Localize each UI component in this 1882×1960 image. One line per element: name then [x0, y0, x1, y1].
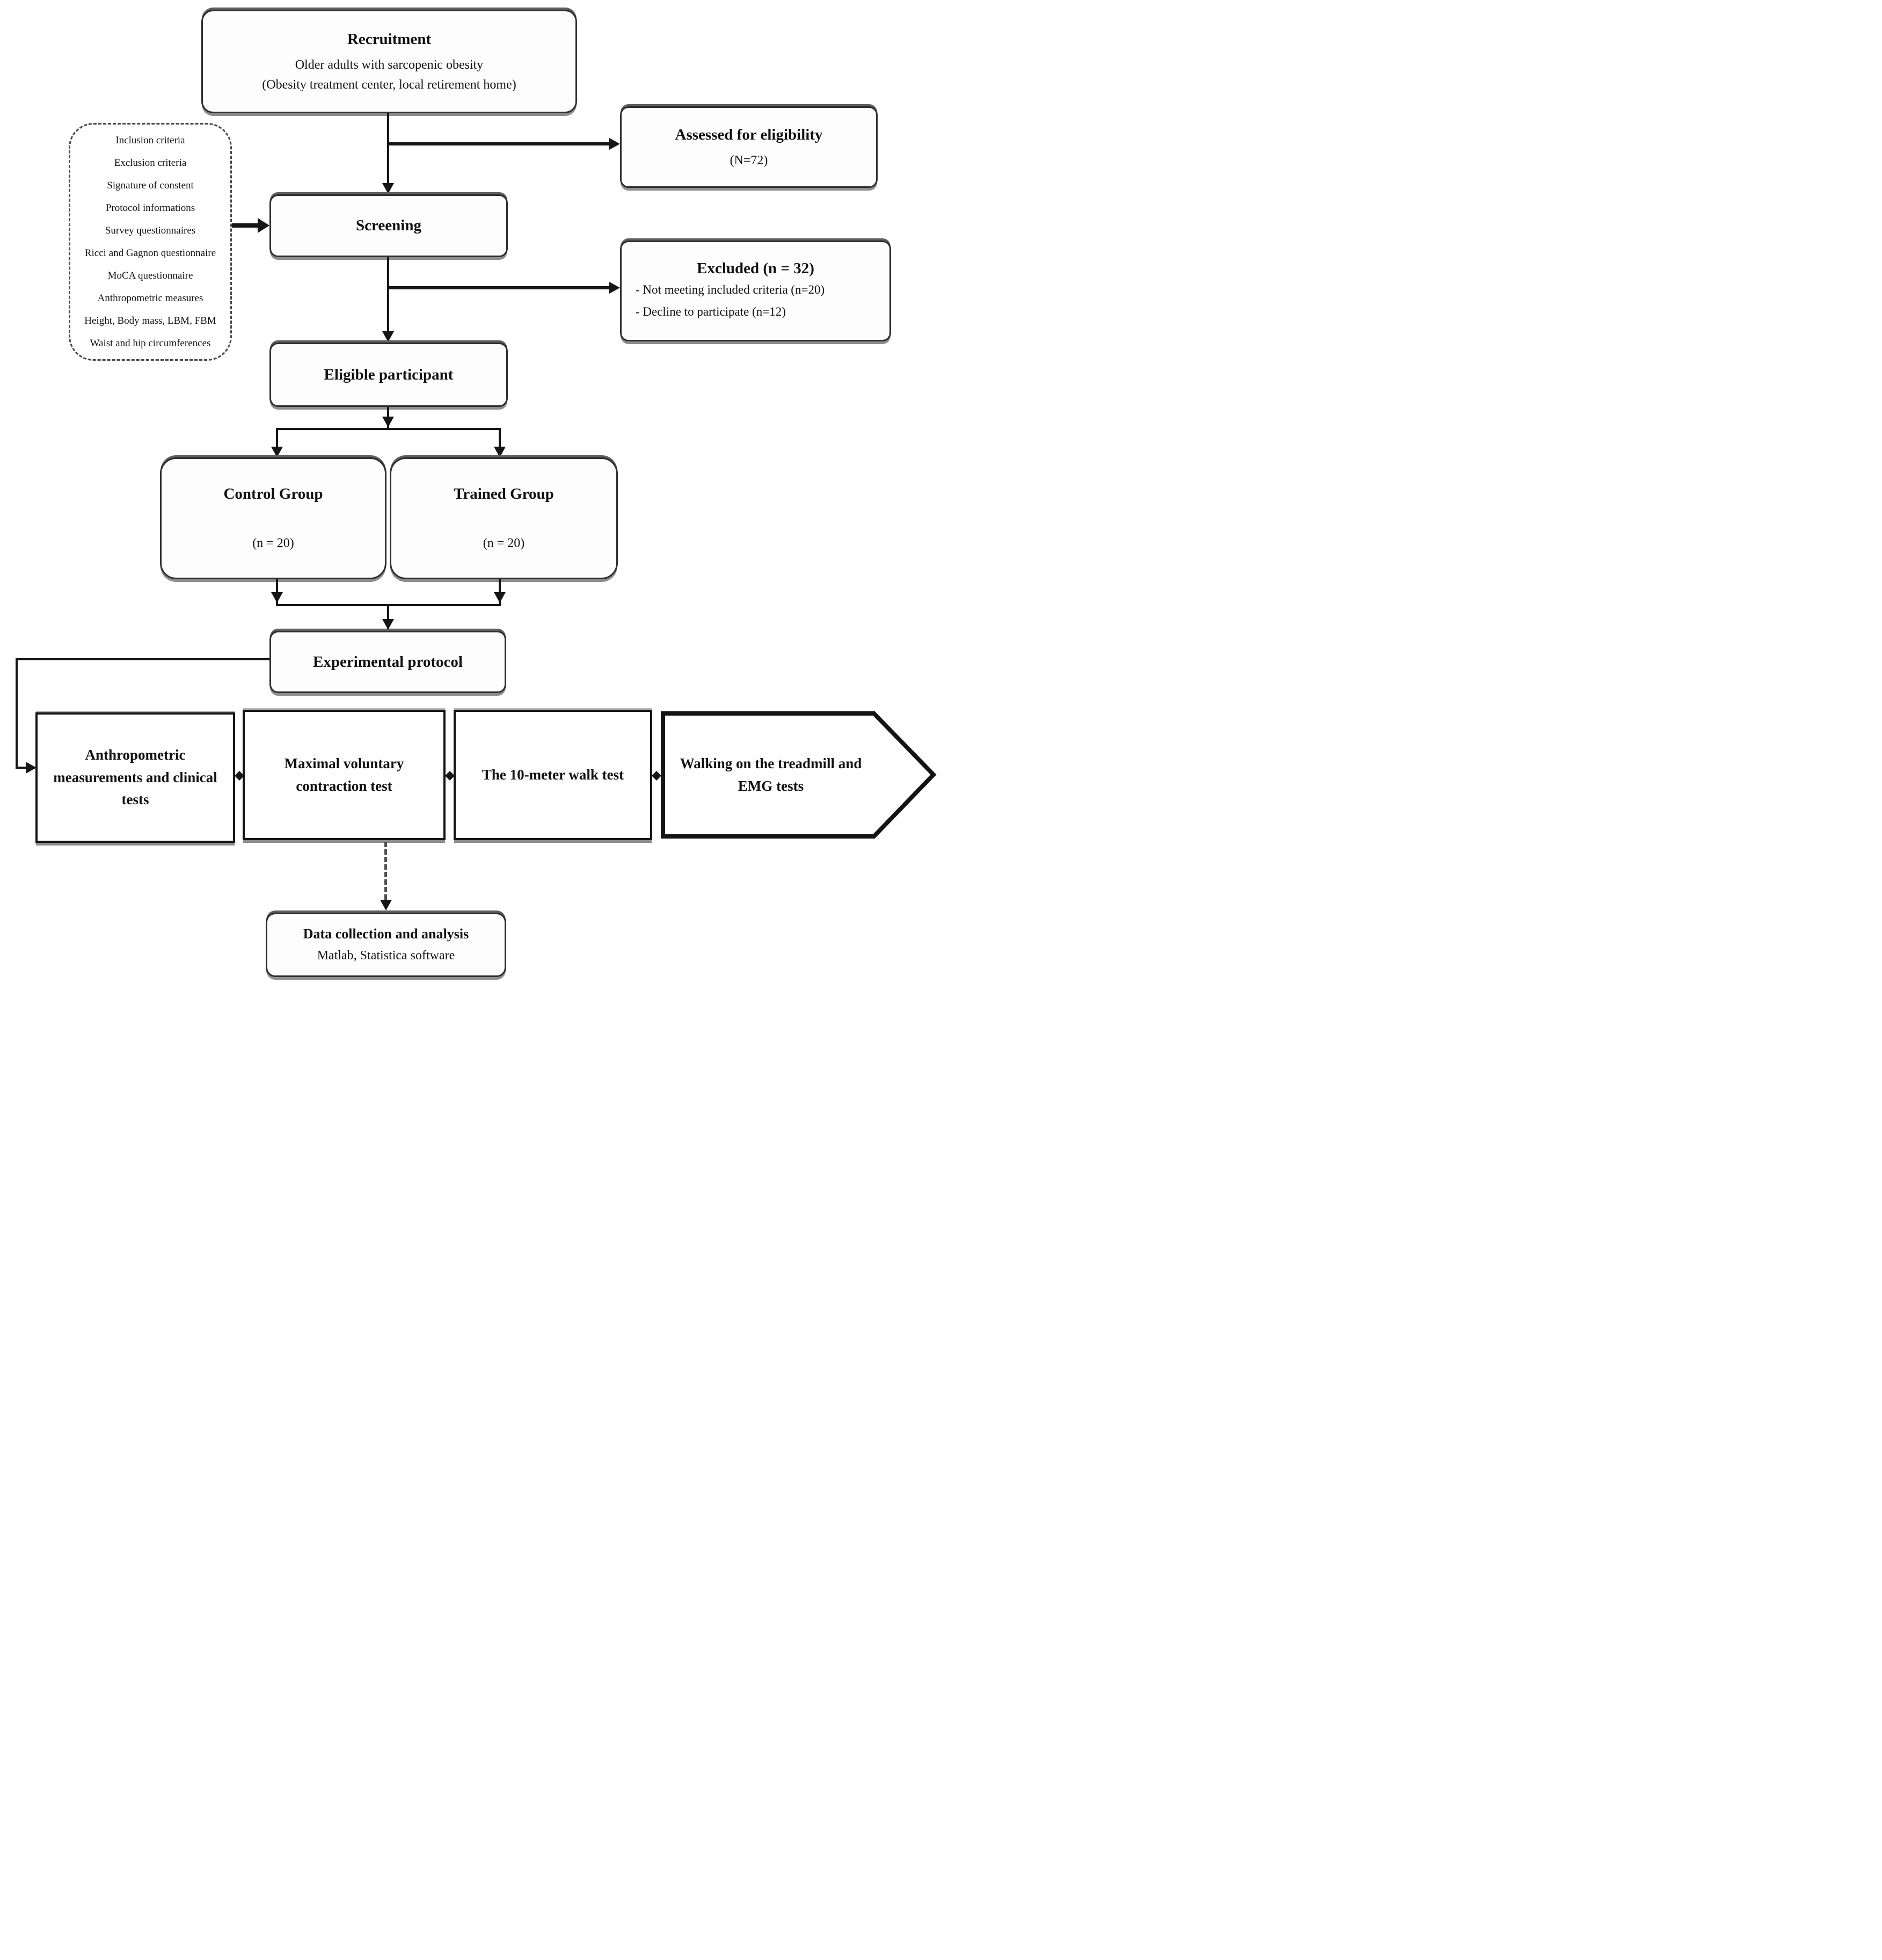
- eligible-box: Eligible participant: [269, 343, 508, 407]
- criteria-line: Survey questionnaires: [105, 224, 196, 236]
- excluded-item-2: - Decline to participate (n=12): [636, 305, 786, 319]
- assessed-box: Assessed for eligibility (N=72): [620, 106, 878, 188]
- experimental-protocol-title: Experimental protocol: [313, 653, 463, 671]
- criteria-line: Inclusion criteria: [115, 134, 185, 146]
- line-merge-protocol: [387, 604, 389, 631]
- data-collection-subtitle: Matlab, Statistica software: [317, 949, 455, 963]
- flowchart-canvas: Recruitment Older adults with sarcopenic…: [0, 0, 941, 980]
- assessed-n: (N=72): [730, 153, 768, 167]
- dashed-line-to-data: [384, 842, 387, 900]
- excluded-items: - Not meeting included criteria (n=20) -…: [636, 279, 825, 323]
- criteria-line: Waist and hip circumferences: [90, 337, 211, 349]
- step-treadmill-box: Walking on the treadmill and EMG tests: [660, 710, 937, 840]
- arrowhead-into-screening-left: [258, 218, 269, 233]
- line-control-merge: [276, 579, 278, 604]
- arrowhead-into-step1: [26, 762, 37, 774]
- screening-title: Screening: [356, 217, 421, 235]
- control-group-title: Control Group: [223, 485, 323, 503]
- criteria-note: Inclusion criteria Exclusion criteria Si…: [69, 123, 232, 361]
- experimental-protocol-box: Experimental protocol: [269, 631, 506, 693]
- arrowhead-into-control: [271, 447, 283, 457]
- arrowhead-control-merge: [271, 592, 283, 603]
- line-split-control: [276, 428, 278, 457]
- screening-box: Screening: [269, 194, 508, 257]
- arrowhead-right-icon: [656, 771, 661, 781]
- step-anthropometric-box: Anthropometric measurements and clinical…: [35, 712, 235, 843]
- arrowhead-split-stem: [382, 417, 394, 427]
- line-into-step1: [16, 767, 27, 769]
- arrowhead-right-icon: [450, 771, 455, 781]
- line-split-trained: [499, 428, 501, 457]
- arrowhead-into-excluded: [609, 282, 620, 294]
- excluded-title: Excluded (n = 32): [697, 260, 814, 278]
- chevron-shape: [661, 711, 937, 839]
- recruitment-line2: (Obesity treatment center, local retirem…: [262, 78, 516, 92]
- criteria-line: Height, Body mass, LBM, FBM: [84, 315, 216, 326]
- criteria-line: Anthropometric measures: [97, 292, 203, 304]
- step-mvc-title: Maximal voluntary contraction test: [284, 755, 404, 794]
- step-mvc-box: Maximal voluntary contraction test: [243, 710, 446, 840]
- arrowhead-left-icon: [235, 771, 239, 781]
- line-left-down: [16, 658, 18, 769]
- recruitment-box: Recruitment Older adults with sarcopenic…: [201, 10, 577, 113]
- line-to-assessed: [387, 142, 609, 145]
- trained-group-title: Trained Group: [454, 485, 554, 503]
- criteria-line: Signature of constent: [107, 179, 194, 191]
- arrowhead-into-data: [380, 900, 392, 910]
- line-to-excluded: [387, 286, 609, 289]
- criteria-line: Protocol informations: [105, 202, 195, 214]
- data-collection-box: Data collection and analysis Matlab, Sta…: [266, 913, 506, 977]
- step-walktest-box: The 10-meter walk test: [454, 710, 652, 840]
- arrowhead-left-icon: [445, 771, 450, 781]
- excluded-item-1: - Not meeting included criteria (n=20): [636, 282, 825, 296]
- control-group-box: Control Group (n = 20): [160, 457, 386, 579]
- assessed-title: Assessed for eligibility: [675, 126, 823, 143]
- arrowhead-into-protocol: [382, 619, 394, 630]
- recruitment-line1: Older adults with sarcopenic obesity: [295, 57, 484, 72]
- arrowhead-right-icon: [239, 771, 244, 781]
- arrowhead-into-trained: [494, 447, 506, 457]
- arrowhead-into-screening: [382, 183, 394, 194]
- criteria-line: Exclusion criteria: [114, 157, 187, 169]
- step-treadmill-title: Walking on the treadmill and EMG tests: [680, 755, 862, 794]
- line-screening-eligible: [387, 257, 389, 332]
- trained-group-box: Trained Group (n = 20): [390, 457, 618, 579]
- excluded-box: Excluded (n = 32) - Not meeting included…: [620, 241, 891, 341]
- eligible-title: Eligible participant: [324, 366, 454, 383]
- arrowhead-left-icon: [652, 771, 656, 781]
- arrowhead-into-eligible: [382, 331, 394, 342]
- criteria-line: MoCA questionnaire: [107, 269, 193, 281]
- arrowhead-trained-merge: [494, 592, 506, 603]
- control-group-n: (n = 20): [252, 536, 294, 551]
- trained-group-n: (n = 20): [483, 536, 525, 551]
- data-collection-title: Data collection and analysis: [303, 926, 469, 942]
- line-protocol-left: [16, 658, 269, 660]
- split-bar: [276, 428, 501, 430]
- arrowhead-into-assessed: [609, 138, 620, 150]
- line-note-screening: [232, 223, 259, 228]
- recruitment-title: Recruitment: [347, 30, 432, 48]
- connector-step1-step2: [235, 771, 244, 781]
- connector-step2-step3: [445, 771, 455, 781]
- criteria-line: Ricci and Gagnon questionnaire: [84, 247, 216, 259]
- line-trained-merge: [499, 579, 501, 604]
- line-recruitment-screening: [387, 113, 389, 183]
- step-anthropometric-title: Anthropometric measurements and clinical…: [53, 746, 217, 808]
- connector-step3-step4: [652, 771, 661, 781]
- step-walktest-title: The 10-meter walk test: [482, 766, 624, 783]
